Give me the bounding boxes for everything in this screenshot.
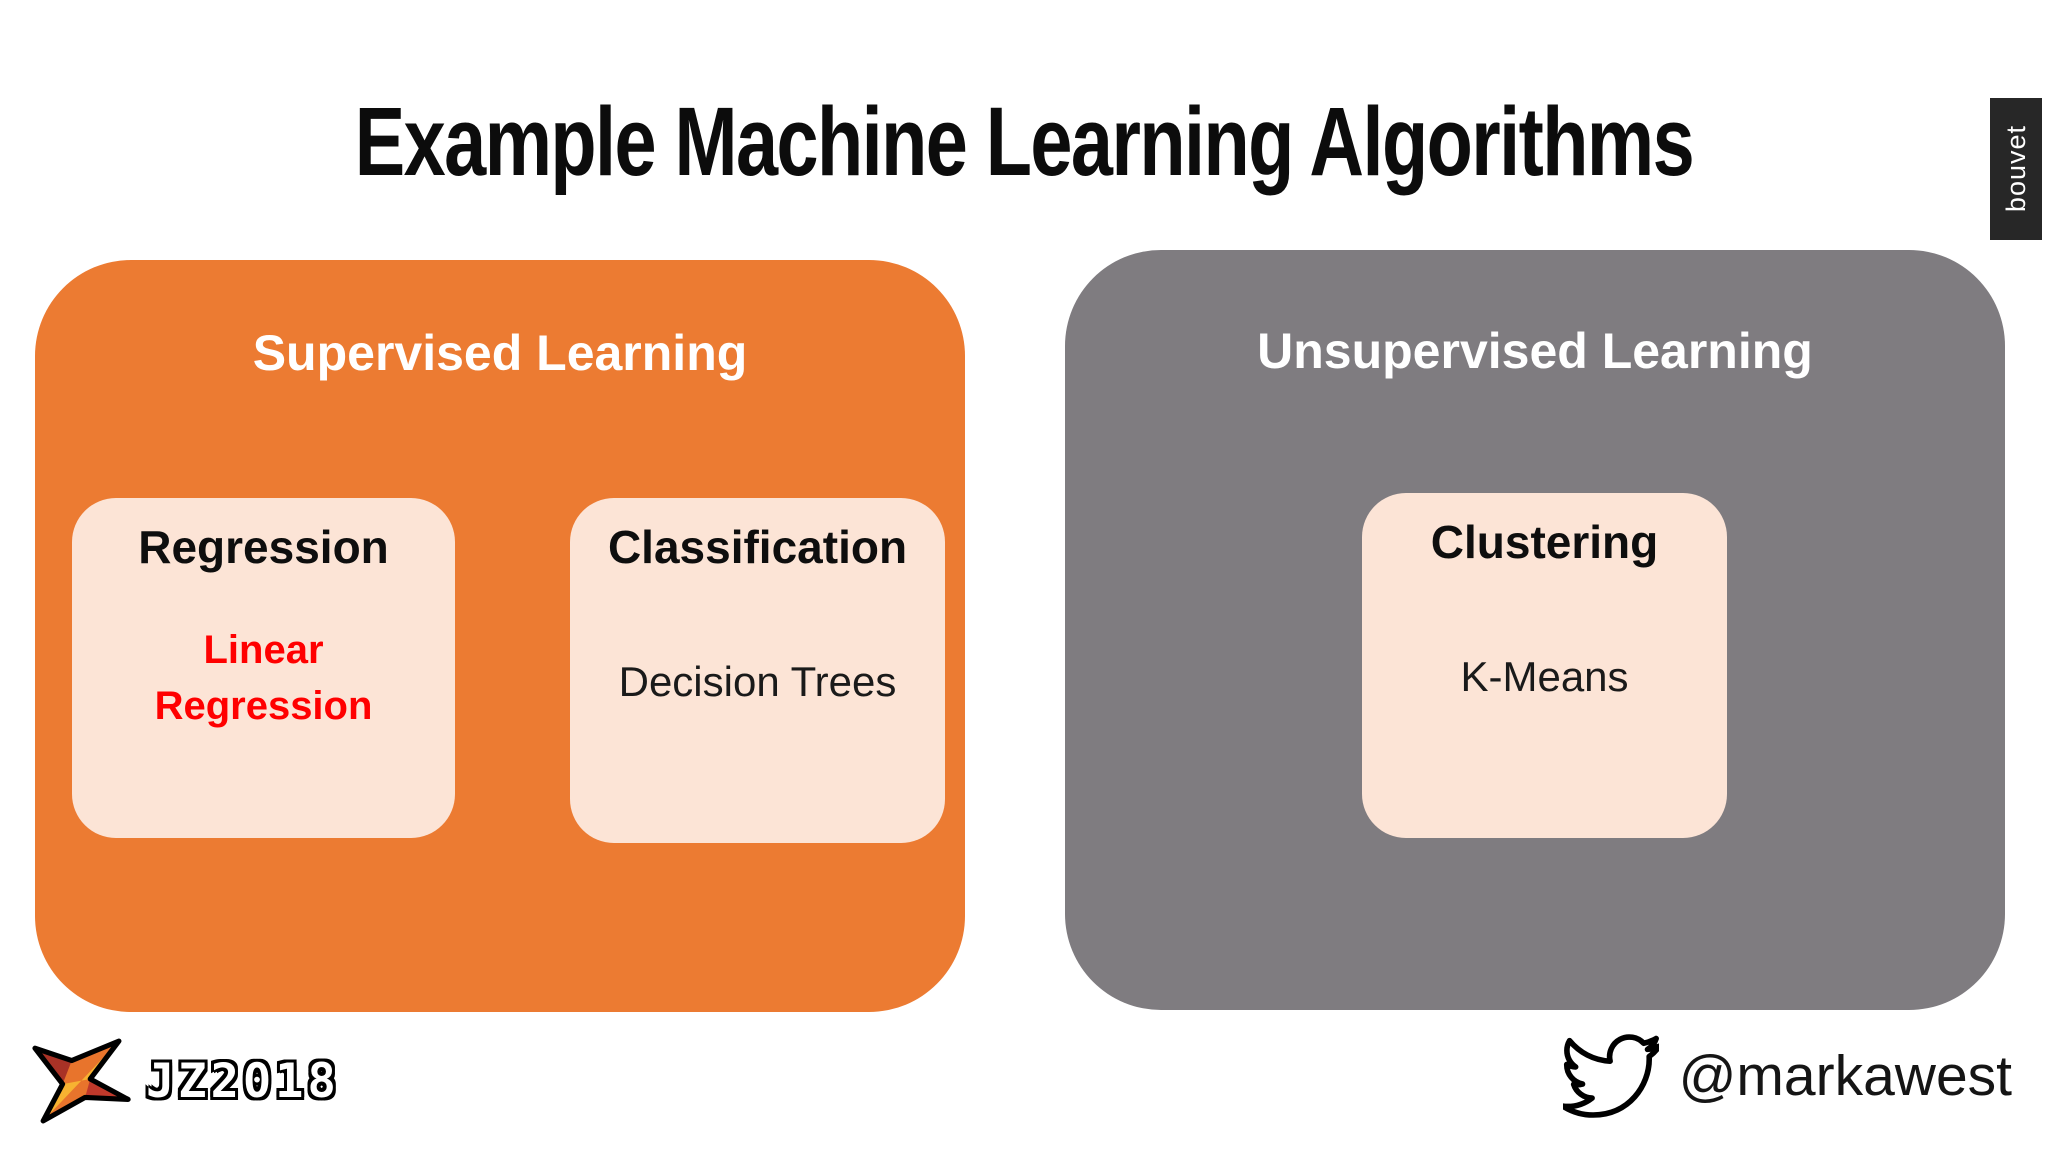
slide-title: Example Machine Learning Algorithms <box>0 86 2048 198</box>
bouvet-logo: bouvet <box>1990 98 2042 240</box>
unsupervised-learning-panel: Unsupervised Learning Clustering K-Means <box>1065 250 2005 1010</box>
supervised-learning-title: Supervised Learning <box>252 325 748 381</box>
clustering-card-title: Clustering <box>1430 516 1659 568</box>
unsupervised-learning-title: Unsupervised Learning <box>1257 323 1813 379</box>
regression-card-title: Regression <box>138 521 389 573</box>
twitter-handle-text: @markawest <box>1678 1044 2012 1108</box>
twitter-icon <box>1562 1034 1659 1118</box>
twitter-attribution: @markawest <box>1562 1028 2012 1124</box>
slide-title-text: Example Machine Learning Algorithms <box>354 87 1695 196</box>
decision-trees-label: Decision Trees <box>618 658 897 705</box>
supervised-learning-panel: Supervised Learning Regression Linear Re… <box>35 260 965 1012</box>
classification-card: Classification Decision Trees <box>570 498 945 843</box>
bouvet-logo-text: bouvet <box>2000 125 2031 213</box>
linear-regression-label: Linear Regression <box>154 628 373 728</box>
javazone-logo-text: JZ2018 <box>146 1053 340 1109</box>
javazone-star-icon <box>32 1038 131 1124</box>
classification-card-title: Classification <box>607 521 908 573</box>
k-means-label: K-Means <box>1460 653 1629 700</box>
clustering-card: Clustering K-Means <box>1362 493 1727 838</box>
regression-card: Regression Linear Regression <box>72 498 455 838</box>
javazone-logo: JZ2018 <box>28 1038 340 1124</box>
